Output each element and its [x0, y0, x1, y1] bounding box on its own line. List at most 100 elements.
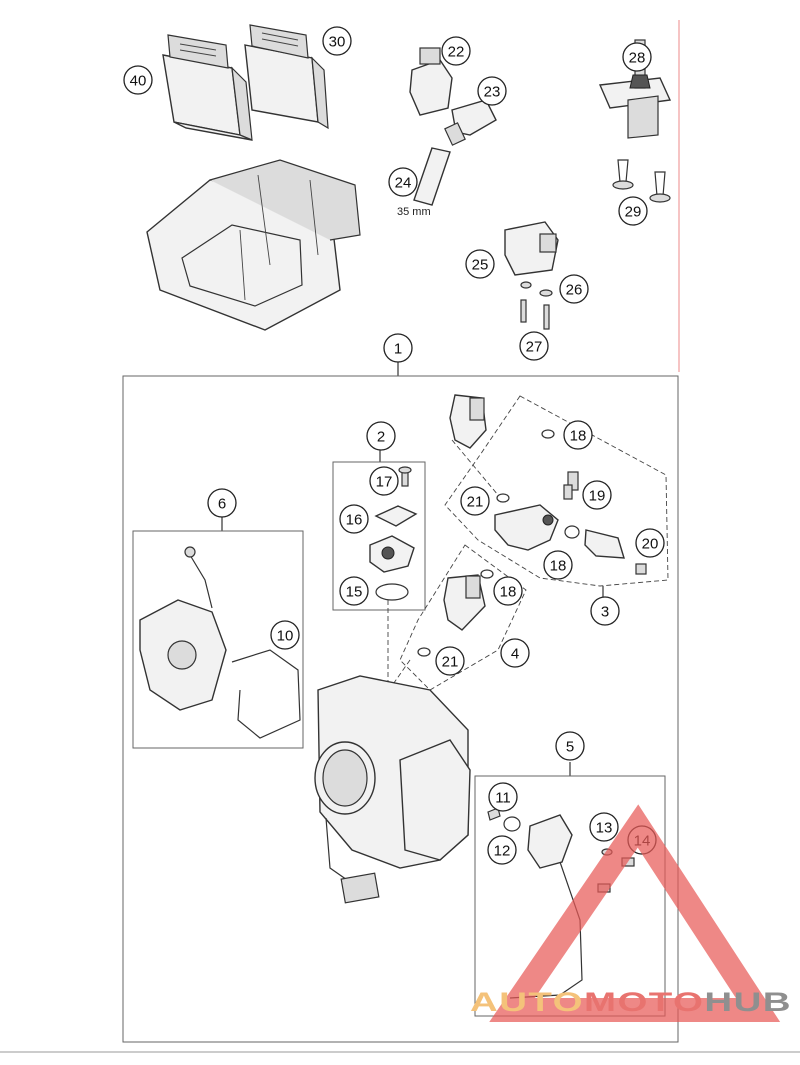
throttle-body	[314, 675, 471, 904]
callout-c4: 4	[500, 638, 530, 668]
o-ring-21b	[417, 647, 431, 657]
callout-c13: 13	[589, 812, 619, 842]
callout-circle	[589, 812, 619, 842]
assembly-box-1	[122, 375, 679, 1043]
callout-c1: 1	[383, 333, 413, 363]
callout-circle	[465, 249, 495, 279]
watermark-auto: AUTO	[470, 987, 584, 1017]
callout-circle	[488, 782, 518, 812]
callout-label: 6	[218, 496, 226, 513]
callout-label: 21	[442, 654, 459, 671]
callout-circle	[123, 65, 153, 95]
callout-c3: 3	[590, 596, 620, 626]
callout-c11: 11	[488, 782, 518, 812]
callout-c15: 15	[339, 576, 369, 606]
callout-c30: 30	[322, 26, 352, 56]
part-11	[487, 807, 501, 821]
callout-circle	[635, 528, 665, 558]
callout-label: 25	[472, 257, 489, 274]
sensor-25	[504, 221, 559, 276]
callout-label: 5	[566, 739, 574, 756]
screw-20	[635, 563, 647, 575]
callout-c26: 26	[559, 274, 589, 304]
callout-label: 22	[448, 44, 465, 61]
callout-c22: 22	[441, 36, 471, 66]
callout-label: 27	[526, 339, 543, 356]
callout-label: 30	[329, 34, 346, 51]
ecu-tray	[146, 159, 361, 331]
callout-label: 19	[589, 488, 606, 505]
callout-circle	[582, 480, 612, 510]
callout-label: 13	[596, 820, 613, 837]
callout-label: 24	[395, 175, 412, 192]
callout-c20: 20	[635, 528, 665, 558]
o-ring-21a	[496, 493, 510, 503]
callout-label: 21	[467, 494, 484, 511]
callout-c5: 5	[555, 731, 585, 761]
callout-label: 4	[511, 646, 519, 663]
callout-c18b: 18	[543, 550, 573, 580]
callout-circle	[555, 731, 585, 761]
callout-circle	[622, 42, 652, 72]
callout-circle	[270, 620, 300, 650]
callout-c19: 19	[582, 480, 612, 510]
callout-label: 11	[495, 790, 511, 807]
guide-line-3	[451, 439, 499, 496]
callout-circle	[477, 76, 507, 106]
screw-17	[398, 466, 412, 487]
callout-label: 16	[346, 512, 363, 529]
callout-c28: 28	[622, 42, 652, 72]
callout-c21a: 21	[460, 486, 490, 516]
cable-10	[231, 649, 301, 739]
callout-c12: 12	[487, 835, 517, 865]
callout-c6: 6	[207, 488, 237, 518]
callout-circle	[487, 835, 517, 865]
callout-circle	[493, 576, 523, 606]
callout-c18a: 18	[563, 420, 593, 450]
o-ring-18b	[564, 525, 580, 539]
callout-circle	[563, 420, 593, 450]
hose-24	[413, 147, 451, 206]
ecu-unit-30	[244, 24, 329, 130]
watermark-triangle	[489, 804, 781, 1022]
callout-label: 26	[566, 282, 583, 299]
callout-label: 2	[377, 429, 385, 446]
watermark-moto: MOTO	[584, 987, 704, 1017]
callout-c18c: 18	[493, 576, 523, 606]
o-ring-12	[503, 816, 521, 832]
callout-circle	[441, 36, 471, 66]
callout-circle	[618, 196, 648, 226]
callout-label: 3	[601, 604, 609, 621]
throttle-sensor-6	[139, 546, 227, 711]
o-ring-18a	[541, 429, 555, 439]
callout-circle	[369, 466, 399, 496]
sensor-23	[444, 99, 497, 146]
callout-c16: 16	[339, 504, 369, 534]
callout-circle	[322, 26, 352, 56]
callout-label: 18	[550, 558, 567, 575]
bolts-27	[520, 299, 550, 330]
callout-circle	[366, 421, 396, 451]
callout-c40: 40	[123, 65, 153, 95]
callout-label: 28	[629, 50, 646, 67]
callout-circle	[388, 167, 418, 197]
callout-label: 1	[394, 341, 402, 358]
callout-circle	[543, 550, 573, 580]
callout-c27: 27	[519, 331, 549, 361]
callout-c24: 24	[388, 167, 418, 197]
callout-label: 23	[484, 84, 501, 101]
ecu-unit-40	[162, 34, 253, 141]
callout-circle	[500, 638, 530, 668]
callout-circle	[590, 596, 620, 626]
callout-label: 29	[625, 204, 642, 221]
callout-c23: 23	[477, 76, 507, 106]
pressure-regulator	[584, 529, 625, 559]
callout-circle	[339, 576, 369, 606]
callout-label: 40	[130, 73, 147, 90]
callout-c17: 17	[369, 466, 399, 496]
injector-top	[449, 394, 487, 449]
callout-label: 10	[277, 628, 294, 645]
